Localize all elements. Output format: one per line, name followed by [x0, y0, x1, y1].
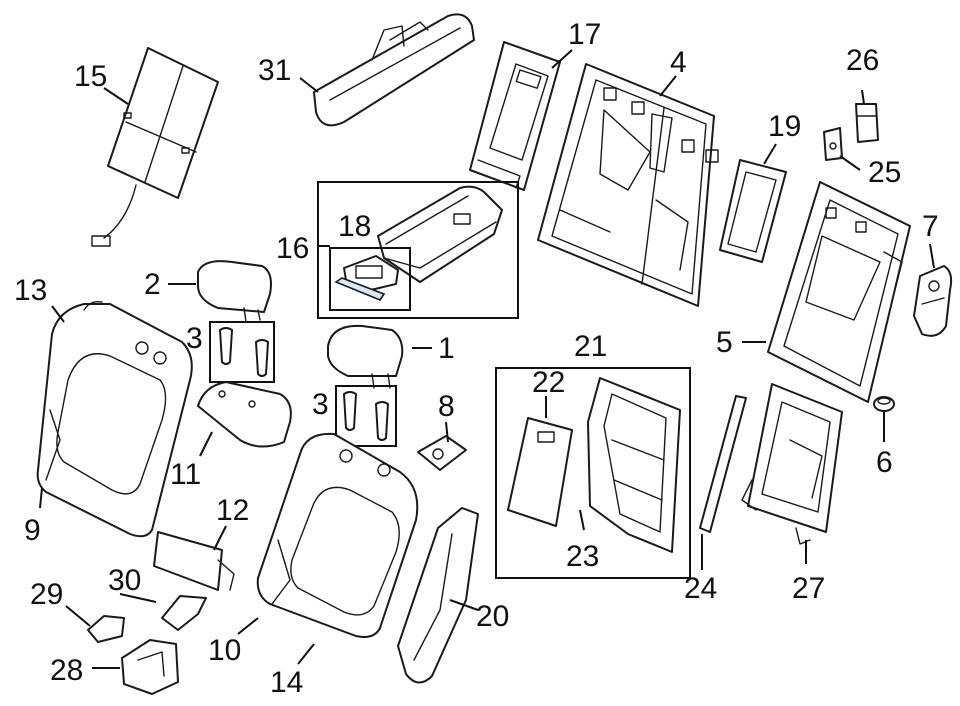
part-25-bracket	[823, 127, 843, 161]
callout-13: 13	[14, 274, 47, 307]
callout-2: 2	[144, 268, 161, 301]
part-17-access-panel	[469, 41, 561, 191]
group-box-21	[495, 367, 691, 579]
part-26-clip	[855, 103, 879, 143]
callout-31: 31	[258, 54, 291, 87]
part-20-side-bolster	[397, 507, 479, 684]
group-box-16	[317, 181, 519, 319]
callout-7: 7	[922, 210, 939, 243]
callout-5: 5	[716, 326, 733, 359]
callout-26: 26	[846, 44, 879, 77]
group-box-18	[329, 247, 411, 311]
callout-20: 20	[476, 600, 509, 633]
callout-23: 23	[566, 540, 599, 573]
callout-24: 24	[684, 572, 717, 605]
callout-8: 8	[438, 390, 455, 423]
callout-12: 12	[216, 494, 249, 527]
callout-14: 14	[270, 666, 303, 699]
callout-22: 22	[532, 366, 565, 399]
callout-3a: 3	[186, 322, 203, 355]
part-1-headrest	[327, 324, 404, 389]
callout-29: 29	[30, 578, 63, 611]
callout-15: 15	[74, 60, 107, 93]
part-27-cushion-frame	[741, 383, 843, 545]
callout-11: 11	[170, 458, 201, 491]
part-2-headrest	[197, 260, 272, 323]
callout-6: 6	[876, 446, 893, 479]
part-18-cupholder-insert	[334, 255, 399, 301]
group-box-3b	[335, 385, 397, 447]
part-29-clip	[87, 615, 125, 643]
part-7-latch	[913, 265, 953, 337]
part-5-seatback-frame-side	[767, 181, 911, 403]
part-4-seatback-frame	[537, 63, 719, 307]
callout-1: 1	[438, 332, 455, 365]
callout-18: 18	[338, 210, 371, 243]
callout-19: 19	[768, 110, 801, 143]
callout-28: 28	[50, 654, 83, 687]
part-14-seatback-cover	[256, 432, 419, 638]
part-3a-headrest-guides	[219, 327, 269, 377]
callout-25: 25	[868, 156, 901, 189]
part-22-door	[507, 417, 573, 527]
callout-3b: 3	[312, 388, 329, 421]
part-8-bezel	[417, 435, 467, 471]
part-6-plug	[873, 396, 895, 412]
callout-30: 30	[108, 564, 141, 597]
callout-9: 9	[24, 514, 41, 547]
part-28-hinge-bracket	[121, 639, 179, 695]
part-24-trim-strip	[699, 395, 747, 533]
part-31-cushion-bag	[313, 13, 475, 127]
part-16-armrest	[377, 185, 503, 283]
part-11-armrest-pad	[197, 381, 292, 448]
part-15-seat-heater-mat	[91, 47, 219, 247]
part-12-trim-panel	[153, 531, 235, 591]
part-13-seatback-cover	[36, 300, 193, 538]
callout-27: 27	[792, 572, 825, 605]
leader-lines	[39, 49, 935, 669]
part-23-pass-through-housing	[587, 377, 681, 553]
callout-10: 10	[208, 634, 241, 667]
callout-16: 16	[276, 232, 309, 265]
part-19-seal	[719, 159, 787, 263]
callout-21: 21	[574, 330, 607, 363]
callout-17: 17	[568, 18, 601, 51]
part-3b-headrest-guides	[343, 391, 389, 441]
group-box-3a	[209, 321, 275, 383]
part-30-bracket	[161, 595, 207, 631]
callout-4: 4	[670, 46, 687, 79]
